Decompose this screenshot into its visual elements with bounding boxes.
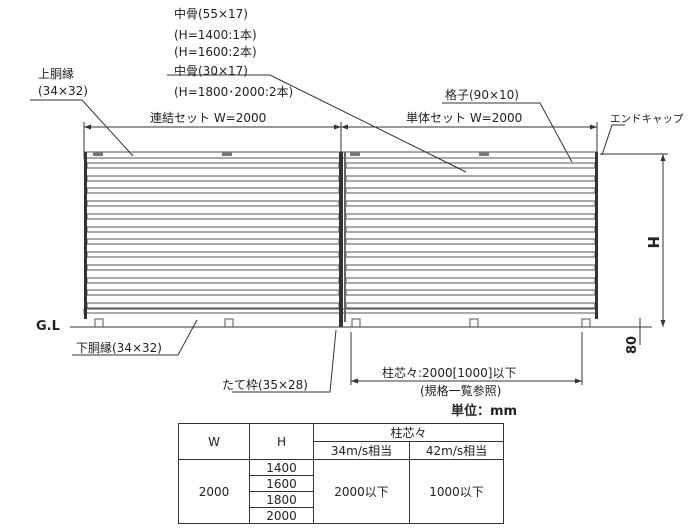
lattice-slat [345, 162, 596, 169]
renketsu-width-label: 連結セット W=2000 [150, 111, 266, 125]
naka-30-label: 中骨(30×17) [174, 63, 248, 78]
lattice-slat [86, 277, 340, 284]
dimension-arrows [84, 124, 666, 384]
center-post [339, 152, 343, 327]
tantai-width-label: 単体セット W=2000 [406, 111, 522, 125]
lattice-slat [86, 289, 340, 296]
lattice-slat [86, 187, 340, 194]
right-end-frame [595, 152, 598, 319]
col-header-wind42: 42m/s相当 [409, 441, 504, 460]
ground-level-label: G.L [36, 319, 60, 334]
ground-depth-label: 80 [625, 336, 640, 354]
endcap-label: エンドキャップ [610, 113, 684, 125]
cell-wind34-value: 2000以下 [313, 459, 410, 524]
cell-wind42-value: 1000以下 [409, 459, 504, 524]
joudoubuchi-label: 上胴縁 [38, 66, 74, 81]
col-header-pitch: 柱芯々 [313, 423, 504, 442]
lattice-slat [86, 251, 340, 258]
lattice-slat [345, 264, 596, 271]
cell-h-value: 2000 [249, 507, 314, 524]
lattice-slat [345, 277, 596, 284]
top-brackets [93, 152, 489, 156]
lattice-slat [345, 289, 596, 296]
height-label: H [644, 236, 662, 249]
cell-h-value: 1800 [249, 491, 314, 508]
joudoubuchi-size-label: (34×32) [38, 84, 88, 98]
lattice-slat [86, 162, 340, 169]
lattice-slat [345, 251, 596, 258]
leader-lines [30, 74, 625, 393]
lattice-slat [345, 226, 596, 233]
naka-h1400-label: (H=1400:1本) [174, 28, 257, 42]
spec-table: W H 柱芯々 34m/s相当 42m/s相当 2000 1400 2000以下… [178, 423, 504, 524]
lattice-slat [86, 302, 340, 309]
col-header-h: H [249, 423, 314, 460]
lattice-slat [345, 238, 596, 245]
koushi-label: 格子(90×10) [445, 87, 519, 102]
lattice-slat [86, 200, 340, 207]
cell-h-value: 1400 [249, 459, 314, 476]
lattice-slat [345, 302, 596, 309]
lattice-slat [345, 175, 596, 182]
lattice-slat [345, 200, 596, 207]
naka-h1800-label: (H=1800･2000:2本) [174, 85, 293, 99]
pitch-note-label: (規格一覧参照) [420, 383, 501, 398]
lattice-slat [86, 175, 340, 182]
lattice-slat [86, 226, 340, 233]
lattice-slat [86, 264, 340, 271]
cell-h-value: 1600 [249, 475, 314, 492]
naka-55-label: 中骨(55×17) [174, 6, 248, 21]
col-header-w: W [178, 423, 250, 460]
cell-w-value: 2000 [178, 459, 250, 524]
gedoubuchi-label: 下胴縁(34×32) [76, 340, 162, 355]
pitch-label: 柱芯々:2000[1000]以下 [382, 365, 517, 380]
lattice-slat [345, 213, 596, 220]
lattice-slat [345, 187, 596, 194]
naka-h1600-label: (H=1600:2本) [174, 45, 257, 59]
col-header-wind34: 34m/s相当 [313, 441, 410, 460]
tatewaku-label: たて枠(35×28) [222, 378, 308, 392]
center-frame [344, 152, 346, 322]
lattice-slat [86, 238, 340, 245]
lattice-slat [86, 213, 340, 220]
spec-table-wrap: W H 柱芯々 34m/s相当 42m/s相当 2000 1400 2000以下… [178, 423, 504, 524]
left-end-frame [84, 152, 87, 319]
unit-label: 単位：mm [451, 403, 517, 419]
